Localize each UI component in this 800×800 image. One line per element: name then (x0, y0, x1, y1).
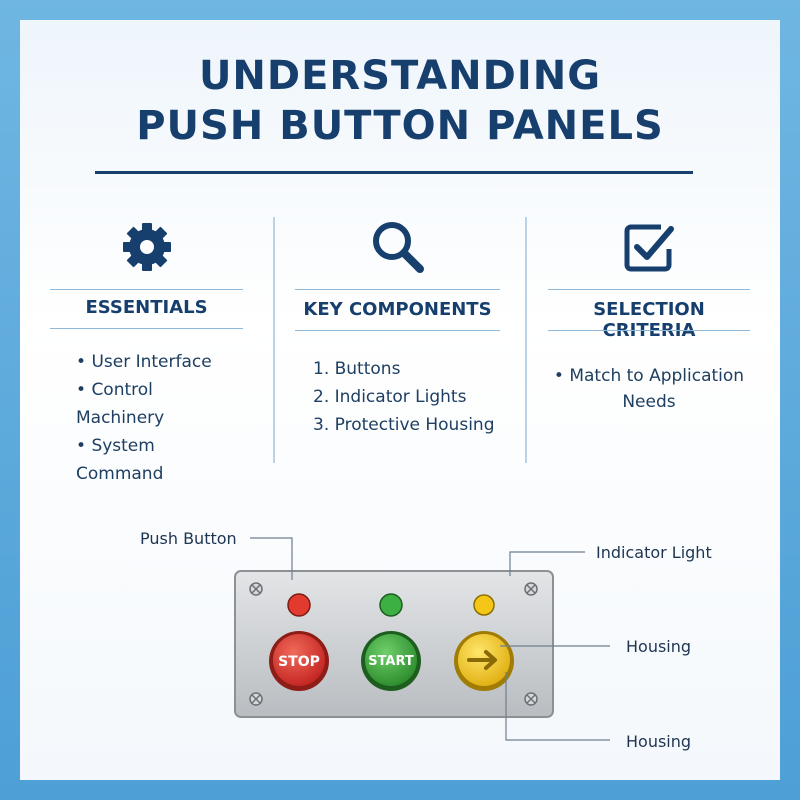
list-item: • Match to Application (553, 366, 745, 386)
heading-rule-bottom (548, 330, 750, 331)
list-item: 1. Buttons (313, 359, 401, 379)
title-divider (95, 171, 693, 174)
selection-criteria-list: • Match to Application Needs (548, 363, 750, 415)
housing-callout-1: Housing (626, 637, 692, 656)
stop-button-label: STOP (278, 654, 320, 670)
stop-button[interactable] (273, 634, 325, 686)
gear-icon (122, 223, 171, 271)
list-item: 2. Indicator Lights (313, 387, 467, 407)
key-components-heading: KEY COMPONENTS (303, 299, 492, 320)
key-components-list: 1. Buttons 2. Indicator Lights 3. Protec… (313, 355, 494, 439)
heading-rule-top (50, 289, 243, 290)
start-button-label: START (368, 654, 414, 669)
column-divider-2 (525, 217, 527, 463)
start-button[interactable] (365, 634, 417, 686)
column-divider-1 (273, 217, 275, 463)
indicator-light-callout: Indicator Light (596, 543, 712, 562)
checkbox-icon (624, 224, 674, 272)
list-item: Needs (622, 392, 676, 412)
yellow-indicator-light (473, 594, 495, 616)
housing-callout-2: Housing (626, 732, 692, 751)
list-item: 3. Protective Housing (313, 415, 495, 435)
callout-lines (250, 537, 610, 741)
page-title-line-1: UNDERSTANDING (198, 53, 602, 99)
list-item: • User Interface (76, 352, 212, 372)
page-title-line-2: PUSH BUTTON PANELS (136, 103, 664, 149)
red-indicator-light (287, 593, 311, 617)
push-button-callout: Push Button (140, 529, 237, 548)
green-indicator-light (379, 593, 403, 617)
heading-rule-top (295, 289, 500, 290)
essentials-heading: ESSENTIALS (85, 297, 208, 318)
list-item: • System Command (76, 436, 164, 484)
list-item: • Control Machinery (76, 380, 165, 428)
arrow-right-icon (467, 650, 497, 670)
push-button-panel-diagram: STOP START (234, 537, 610, 741)
heading-rule-bottom (50, 328, 243, 329)
infographic-card: UNDERSTANDING PUSH BUTTON PANELS ESSENTI… (20, 20, 780, 780)
essentials-list: • User Interface • Control Machinery • S… (76, 348, 243, 488)
magnifier-icon (372, 222, 424, 273)
screw-icon (249, 582, 538, 706)
heading-rule-bottom (295, 330, 500, 331)
heading-rule-top (548, 289, 750, 290)
